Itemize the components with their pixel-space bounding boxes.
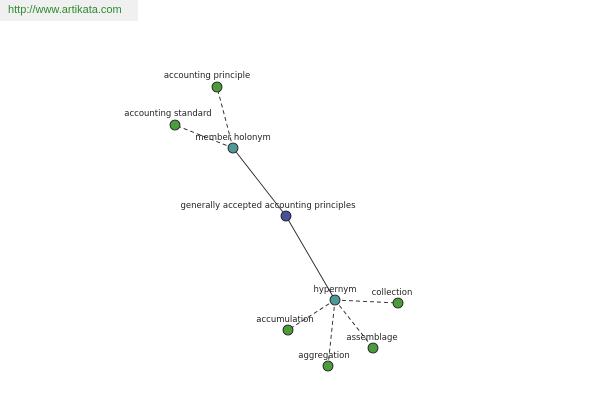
node-dot-collection[interactable]	[392, 297, 404, 309]
source-url-banner[interactable]: http://www.artikata.com	[0, 0, 138, 21]
node-aggregation[interactable]: aggregation	[298, 351, 350, 372]
node-accumulation[interactable]: accumulation	[256, 315, 314, 336]
node-label-hypernym[interactable]: hypernym	[313, 285, 356, 295]
node-accounting-standard[interactable]: accounting standard	[124, 109, 212, 131]
node-dot-accumulation[interactable]	[282, 324, 294, 336]
node-dot-accounting-standard[interactable]	[169, 119, 181, 131]
edges-layer	[174, 86, 399, 367]
node-label-accounting-standard[interactable]: accounting standard	[124, 109, 211, 119]
node-label-center[interactable]: generally accepted accounting principles	[180, 201, 356, 211]
edge-member-holonym-to-accounting-standard	[174, 124, 234, 149]
node-hypernym[interactable]: hypernym	[313, 285, 357, 306]
node-label-aggregation[interactable]: aggregation	[298, 351, 349, 361]
node-dot-hypernym[interactable]	[329, 294, 341, 306]
node-accounting-principle[interactable]: accounting principle	[164, 71, 250, 93]
node-label-collection[interactable]: collection	[372, 288, 413, 298]
edge-center-to-hypernym	[285, 215, 336, 301]
node-dot-assemblage[interactable]	[367, 342, 379, 354]
edge-center-to-member-holonym	[232, 147, 287, 217]
edge-hypernym-to-assemblage	[334, 299, 374, 349]
node-label-accumulation[interactable]: accumulation	[256, 315, 313, 325]
edge-hypernym-to-accumulation	[287, 299, 336, 331]
edge-member-holonym-to-accounting-principle	[216, 86, 234, 149]
node-collection[interactable]: collection	[372, 288, 413, 309]
node-center[interactable]: generally accepted accounting principles	[180, 201, 356, 222]
node-label-assemblage[interactable]: assemblage	[346, 333, 397, 343]
node-assemblage[interactable]: assemblage	[346, 333, 398, 354]
nodes-layer: generally accepted accounting principles…	[124, 71, 413, 372]
edge-hypernym-to-collection	[334, 299, 399, 304]
node-dot-accounting-principle[interactable]	[211, 81, 223, 93]
node-member-holonym[interactable]: member holonym	[195, 133, 271, 154]
node-label-accounting-principle[interactable]: accounting principle	[164, 71, 250, 81]
node-dot-center[interactable]	[280, 210, 292, 222]
node-dot-aggregation[interactable]	[322, 360, 334, 372]
node-label-member-holonym[interactable]: member holonym	[195, 133, 270, 143]
node-dot-member-holonym[interactable]	[227, 142, 239, 154]
